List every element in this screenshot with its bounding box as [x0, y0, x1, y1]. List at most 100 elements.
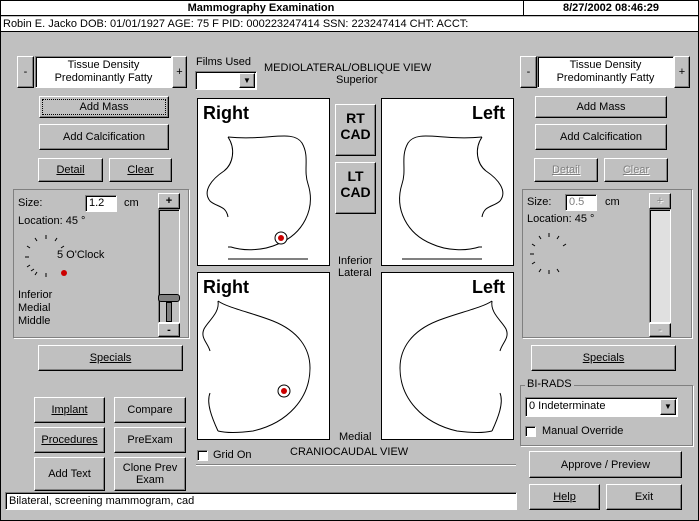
left-size-value: 1.2 [89, 197, 105, 209]
exit-button[interactable]: Exit [606, 484, 682, 510]
status-text: Bilateral, screening mammogram, cad [9, 495, 195, 507]
right-add-calcification-button[interactable]: Add Calcification [535, 124, 667, 150]
status-text-field[interactable]: Bilateral, screening mammogram, cad [5, 492, 517, 510]
implant-label: Implant [51, 404, 88, 416]
right-specials-label: Specials [582, 352, 625, 364]
clone-label-1: Clone Prev [122, 462, 178, 474]
help-button[interactable]: Help [529, 484, 600, 510]
right-clock-dial-icon[interactable] [527, 228, 577, 283]
left-slider-minus-button[interactable]: - [158, 323, 180, 337]
birads-value: 0 Indeterminate [529, 400, 606, 412]
right-size-label: Size: [527, 196, 552, 208]
right-details-box [522, 189, 692, 338]
left-density-increase-button[interactable]: + [172, 56, 187, 88]
cc-view-title: CRANIOCAUDAL VIEW [290, 446, 409, 458]
clone-prev-exam-button[interactable]: Clone Prev Exam [114, 457, 186, 491]
birads-group [520, 385, 693, 446]
films-used-dropdown-arrow-icon[interactable]: ▼ [239, 73, 255, 88]
rt-cad-label-1: RT [346, 110, 365, 126]
left-position-1: Inferior [18, 289, 53, 301]
mlo-left-label: Left [472, 103, 505, 123]
preexam-label: PreExam [127, 434, 173, 446]
right-detail-label: Detail [551, 164, 581, 176]
right-size-slider-track[interactable] [649, 209, 671, 323]
left-add-calcification-button[interactable]: Add Calcification [39, 124, 169, 150]
right-location-label: Location: 45 ° [527, 213, 595, 225]
left-detail-button[interactable]: Detail [38, 158, 103, 182]
left-add-mass-button[interactable]: Add Mass [39, 96, 169, 118]
right-clear-label: Clear [622, 164, 650, 176]
superior-label: Superior [336, 74, 378, 86]
left-position-2: Medial [18, 302, 51, 314]
right-size-unit: cm [605, 196, 620, 208]
lateral-label: Lateral [338, 267, 372, 279]
medial-label: Medial [339, 431, 372, 443]
compare-button[interactable]: Compare [114, 397, 186, 423]
mlo-left-breast-area[interactable]: Left [381, 98, 514, 266]
left-density-decrease-button[interactable]: - [17, 56, 34, 88]
grid-on-label: Grid On [213, 449, 252, 461]
cc-left-label: Left [472, 277, 505, 297]
right-size-input[interactable]: 0.5 [565, 194, 597, 211]
cc-left-breast-area[interactable]: Left [381, 272, 514, 440]
grid-on-checkbox[interactable] [197, 450, 208, 461]
right-slider-plus-button[interactable]: + [649, 193, 671, 209]
birads-dropdown-arrow-icon[interactable]: ▼ [660, 399, 676, 415]
left-slider-plus-button[interactable]: + [158, 193, 180, 209]
right-detail-button[interactable]: Detail [534, 158, 598, 182]
mlo-right-label: Right [203, 103, 249, 123]
right-tissue-density-display: Tissue Density Predominantly Fatty [537, 56, 674, 88]
left-detail-label: Detail [56, 164, 85, 176]
birads-label: BI-RADS [525, 378, 574, 390]
grid-on-text: Grid On [213, 449, 252, 461]
right-size-value: 0.5 [569, 196, 585, 208]
clone-label-2: Exam [135, 474, 165, 486]
right-clear-button[interactable]: Clear [604, 158, 668, 182]
right-density-line1: Tissue Density [569, 59, 642, 71]
window-title: Mammography Examination [187, 2, 335, 14]
right-density-decrease-button[interactable]: - [520, 56, 537, 88]
right-slider-minus-button[interactable]: - [649, 323, 671, 337]
procedures-label: Procedures [41, 434, 98, 446]
films-used-dropdown[interactable]: ▼ [195, 71, 257, 90]
add-text-button[interactable]: Add Text [34, 457, 105, 491]
lt-cad-label-2: CAD [340, 184, 371, 200]
left-size-label: Size: [18, 197, 43, 209]
right-density-increase-button[interactable]: + [674, 56, 690, 88]
left-clear-button[interactable]: Clear [109, 158, 172, 182]
left-clock-text: 5 O'Clock [57, 249, 105, 261]
manual-override-checkbox[interactable] [525, 426, 536, 437]
exam-datetime: 8/27/2002 08:46:29 [523, 1, 698, 16]
mlo-right-breast-area[interactable]: Right [197, 98, 330, 266]
center-separator [196, 464, 516, 465]
right-density-line2: Predominantly Fatty [556, 72, 655, 84]
right-add-mass-button[interactable]: Add Mass [535, 96, 667, 118]
mlo-right-breast-outline [206, 135, 311, 260]
approve-preview-button[interactable]: Approve / Preview [529, 451, 682, 478]
birads-dropdown[interactable]: 0 Indeterminate ▼ [525, 397, 678, 417]
title-bar: Mammography Examination 8/27/2002 08:46:… [1, 1, 698, 16]
cc-right-breast-area[interactable]: Right [197, 272, 330, 440]
left-size-unit: cm [124, 197, 139, 209]
left-details-box [13, 189, 189, 338]
implant-button[interactable]: Implant [34, 397, 105, 423]
left-density-line2: Predominantly Fatty [54, 72, 153, 84]
left-size-slider-thumb[interactable] [158, 294, 180, 302]
left-position-3: Middle [18, 315, 51, 327]
inferior-label: Inferior [338, 255, 373, 267]
mlo-view-title: MEDIOLATERAL/OBLIQUE VIEW [264, 62, 432, 74]
compare-label: Compare [127, 404, 173, 416]
right-specials-button[interactable]: Specials [531, 345, 676, 371]
mlo-left-breast-outline [399, 135, 504, 260]
lt-cad-button[interactable]: LT CAD [335, 162, 376, 214]
left-size-input[interactable]: 1.2 [85, 195, 117, 212]
left-location-label: Location: 45 ° [18, 215, 86, 227]
preexam-button[interactable]: PreExam [114, 427, 186, 453]
left-size-slider-track[interactable] [158, 209, 180, 323]
rt-cad-button[interactable]: RT CAD [335, 104, 376, 156]
left-specials-button[interactable]: Specials [38, 345, 183, 371]
films-used-label: Films Used [196, 56, 252, 68]
left-clock-dial-icon[interactable] [20, 230, 80, 290]
procedures-button[interactable]: Procedures [34, 427, 105, 453]
left-specials-label: Specials [89, 352, 132, 364]
